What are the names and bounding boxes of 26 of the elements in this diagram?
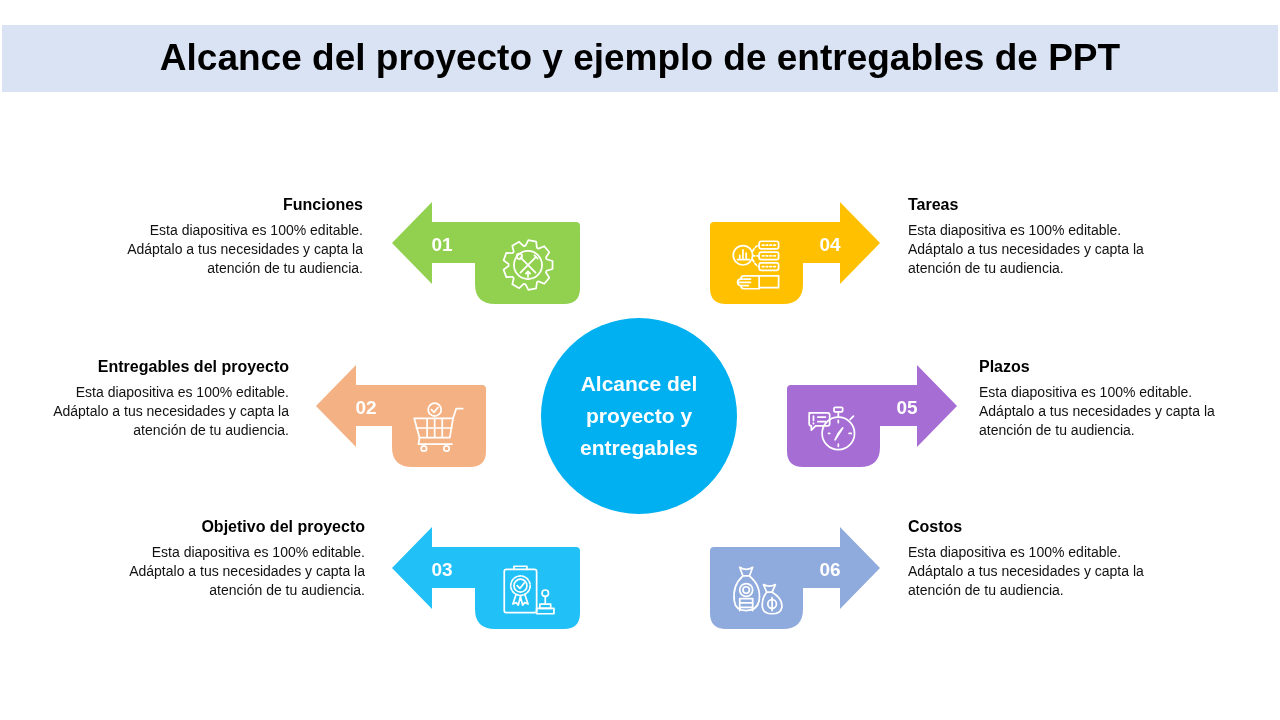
title: Alcance del proyecto y ejemplo de entregables de PPT [159, 38, 1121, 79]
arrow-shape [710, 202, 880, 304]
arrow-shape [316, 365, 486, 467]
step-heading: Entregables del proyecto [97, 357, 289, 377]
step-description: Esta diapositiva es 100% editable. Adáptalo a tus necesidades y capta la atención de tu audiencia. [126, 221, 363, 278]
step-number: 02 [355, 397, 377, 417]
arrow-shape [710, 527, 880, 629]
step-heading: Tareas [908, 195, 959, 215]
step-number: 06 [819, 559, 841, 579]
step-description: Esta diapositiva es 100% editable. Adáptalo a tus necesidades y capta la atención de tu audiencia. [908, 543, 1145, 600]
step-heading: Funciones [283, 195, 363, 215]
step-heading: Costos [908, 517, 963, 537]
step-description: Esta diapositiva es 100% editable. Adáptalo a tus necesidades y capta la atención de tu audiencia. [908, 221, 1145, 278]
step-number: 05 [896, 397, 918, 417]
step-description: Esta diapositiva es 100% editable. Adáptalo a tus necesidades y capta la atención de tu audiencia. [52, 383, 289, 440]
step-number: 01 [431, 234, 453, 254]
step-heading: Objetivo del proyecto [201, 517, 365, 537]
arrow-shape [392, 527, 580, 629]
step-description: Esta diapositiva es 100% editable. Adáptalo a tus necesidades y capta la atención de tu audiencia. [128, 543, 365, 600]
arrow-shape [787, 365, 957, 467]
step-description: Esta diapositiva es 100% editable. Adáptalo a tus necesidades y capta la atención de tu audiencia. [979, 383, 1216, 440]
step-heading: Plazos [979, 357, 1030, 377]
circle-label: Alcance del proyecto y entregables [579, 371, 699, 461]
step-number: 04 [819, 234, 841, 254]
arrow-shape [392, 202, 580, 304]
step-number: 03 [431, 559, 453, 579]
